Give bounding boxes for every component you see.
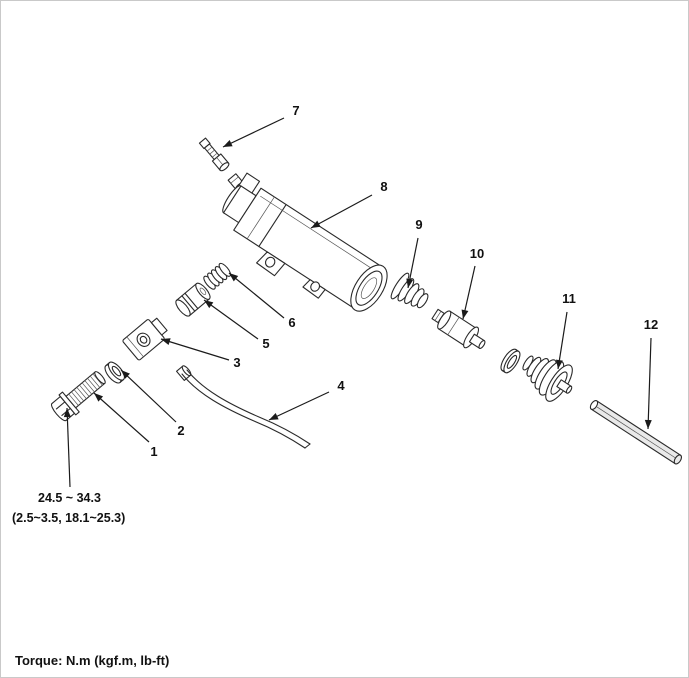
torque-units-note: Torque: N.m (kgf.m, lb-ft) bbox=[15, 653, 169, 668]
torque-spec-nm: 24.5 ~ 34.3 bbox=[38, 491, 101, 505]
callout-1: 1 bbox=[93, 392, 158, 459]
callout-10-leader bbox=[461, 265, 476, 320]
callout-3-label: 3 bbox=[233, 355, 240, 370]
callout-7: 7 bbox=[222, 103, 300, 148]
torque-spec-kgf-lbft: (2.5~3.5, 18.1~25.3) bbox=[12, 511, 125, 525]
callout-8: 8 bbox=[310, 179, 388, 229]
callout-3-leader bbox=[160, 338, 230, 361]
callout-11-leader bbox=[555, 311, 568, 370]
callout-10: 10 bbox=[461, 246, 484, 320]
callout-4-leader bbox=[268, 391, 330, 421]
callout-1-leader bbox=[93, 392, 150, 443]
callout-11-label: 11 bbox=[562, 291, 576, 306]
spring bbox=[203, 262, 232, 290]
callout-9-label: 9 bbox=[415, 217, 422, 232]
bleeder-screw bbox=[198, 137, 230, 172]
callout-6-leader bbox=[228, 272, 285, 319]
torque-spec: 24.5 ~ 34.3 (2.5~3.5, 18.1~25.3) bbox=[12, 407, 125, 525]
callout-2: 2 bbox=[120, 369, 185, 438]
piston bbox=[175, 282, 211, 317]
callout-9: 9 bbox=[406, 217, 423, 289]
pipe-connector bbox=[122, 317, 168, 361]
callout-6: 6 bbox=[228, 272, 296, 330]
push-rod bbox=[431, 308, 486, 349]
callout-2-leader bbox=[120, 369, 177, 423]
cylinder-body bbox=[222, 172, 388, 312]
callout-2-label: 2 bbox=[177, 423, 184, 438]
callout-11: 11 bbox=[555, 291, 576, 370]
torque-spec-leader bbox=[63, 407, 71, 488]
callout-6-label: 6 bbox=[288, 315, 295, 330]
callout-12-leader bbox=[644, 337, 652, 430]
pipe bbox=[175, 365, 311, 449]
callout-7-label: 7 bbox=[292, 103, 299, 118]
callout-4: 4 bbox=[268, 378, 345, 421]
callout-4-label: 4 bbox=[337, 378, 345, 393]
callout-8-label: 8 bbox=[380, 179, 387, 194]
callout-12-label: 12 bbox=[644, 317, 658, 332]
callout-5-label: 5 bbox=[262, 336, 269, 351]
bolt bbox=[50, 371, 106, 422]
callout-12: 12 bbox=[644, 317, 658, 430]
washer bbox=[104, 361, 125, 384]
boot-small bbox=[390, 272, 429, 309]
callout-9-leader bbox=[406, 237, 419, 289]
callout-1-label: 1 bbox=[150, 444, 157, 459]
callout-5-leader bbox=[203, 299, 259, 340]
callout-7-leader bbox=[222, 117, 285, 148]
callout-10-label: 10 bbox=[470, 246, 484, 261]
callout-8-leader bbox=[310, 194, 373, 229]
callout-5: 5 bbox=[203, 299, 270, 351]
callout-3: 3 bbox=[160, 338, 241, 370]
release-rod bbox=[589, 399, 683, 465]
retainer-ring bbox=[500, 348, 521, 374]
bellows-boot bbox=[522, 355, 573, 402]
